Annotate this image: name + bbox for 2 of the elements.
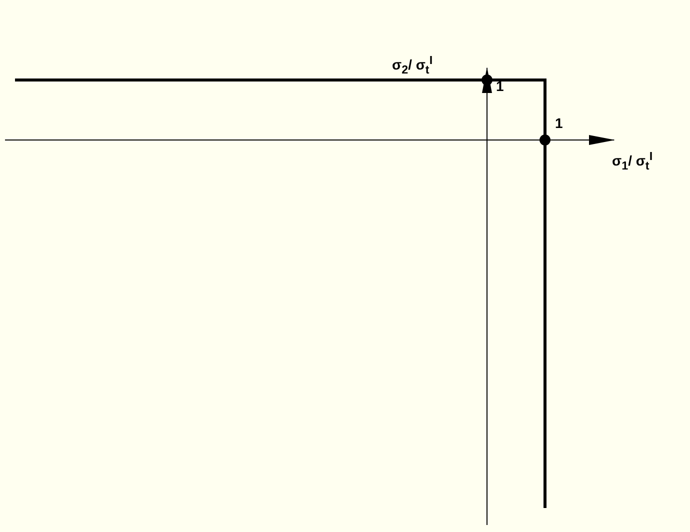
tick-label: 1 (496, 78, 504, 94)
tick-label: 1 (555, 115, 563, 131)
